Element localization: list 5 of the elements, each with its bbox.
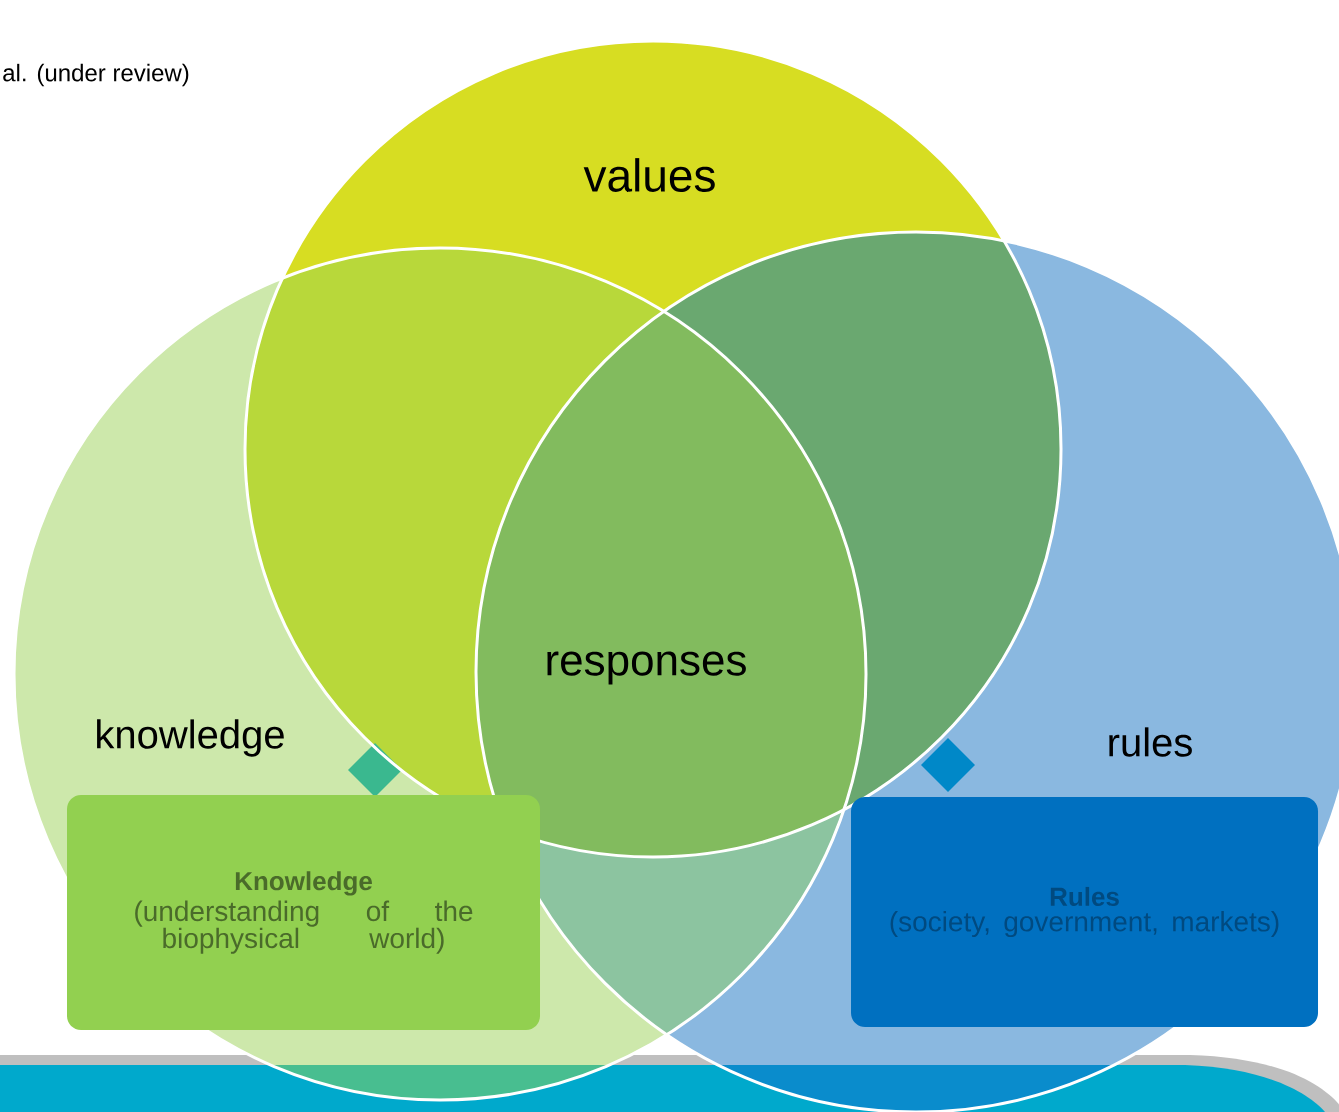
citation-text: al. (under review) — [3, 63, 189, 87]
center-label: responses — [547, 651, 746, 685]
circle-label: rules — [1109, 727, 1192, 757]
circle-label: knowledge — [97, 719, 284, 757]
circle-label: values — [583, 158, 715, 192]
